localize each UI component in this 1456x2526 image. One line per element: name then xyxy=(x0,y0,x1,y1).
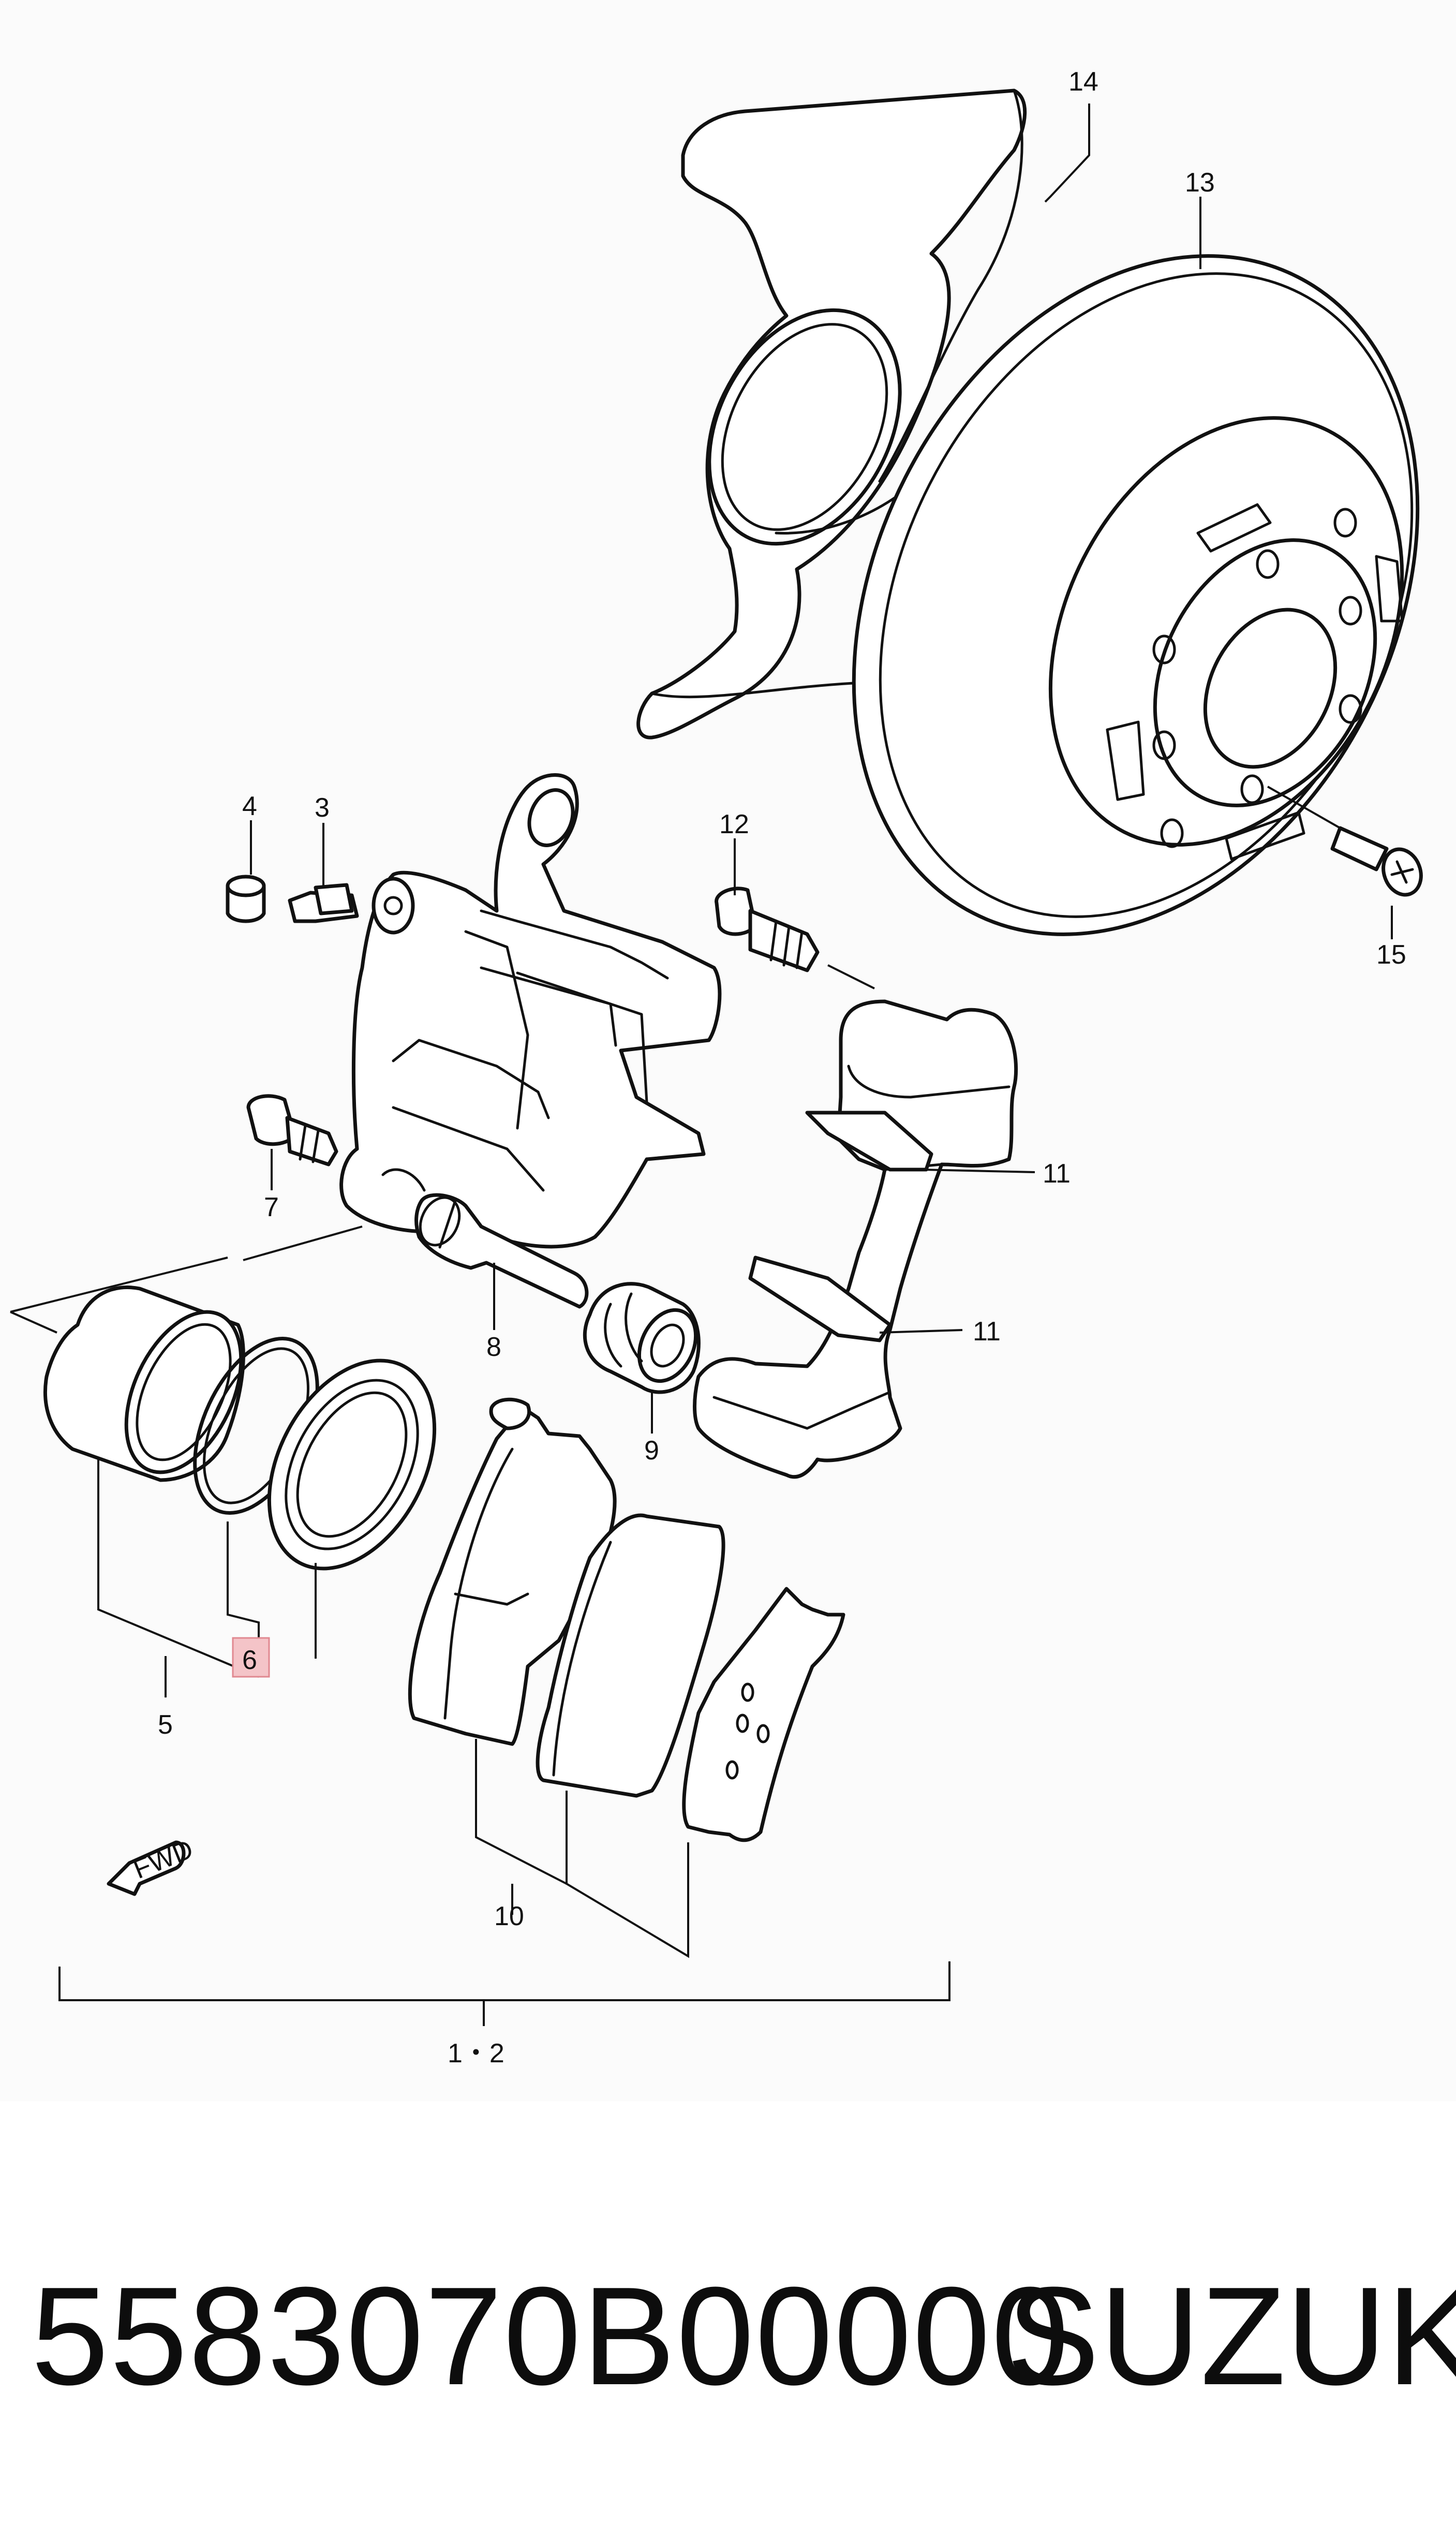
dust-cover-part-14 xyxy=(636,88,1027,740)
part-number-text: 5583070B00000 xyxy=(31,2258,1071,2414)
callout-14: 14 xyxy=(1068,67,1098,97)
callout-15: 15 xyxy=(1376,940,1406,970)
caliper-bracket-part-11 xyxy=(693,999,1018,1479)
callout-labels: 14 13 4 3 12 15 11 11 7 8 9 6 5 10 1・2 xyxy=(158,67,1406,2069)
footer-band xyxy=(0,2101,1456,2526)
disc-screw-part-15 xyxy=(1267,786,1423,897)
callout-12: 12 xyxy=(719,809,749,839)
fwd-arrow-icon: FWD xyxy=(107,1834,198,1896)
caliper-body xyxy=(339,773,722,1249)
callout-3: 3 xyxy=(315,793,330,823)
leader-lines xyxy=(10,104,1393,2026)
callout-9: 9 xyxy=(644,1436,659,1466)
callout-1-2: 1・2 xyxy=(448,2038,504,2069)
callout-8: 8 xyxy=(486,1332,501,1362)
exploded-parts-diagram: FWD xyxy=(10,67,1423,2069)
callout-7: 7 xyxy=(264,1192,279,1222)
callout-4: 4 xyxy=(242,791,257,821)
callout-6: 6 xyxy=(242,1645,257,1675)
brake-pads-part-10 xyxy=(408,1397,845,1842)
callout-5: 5 xyxy=(158,1710,173,1740)
brand-text: SUZUKI xyxy=(1006,2258,1456,2414)
fwd-label: FWD xyxy=(129,1834,198,1885)
brake-disc-part-13 xyxy=(852,254,1420,936)
callout-13: 13 xyxy=(1185,168,1215,198)
piston-part-5 xyxy=(43,1286,245,1482)
callout-10: 10 xyxy=(494,1901,524,1931)
callout-11-lower: 11 xyxy=(973,1317,1001,1347)
guide-bolt-part-7 xyxy=(246,1094,338,1166)
bleeder-cap-part-4 xyxy=(226,875,266,923)
callout-11-upper: 11 xyxy=(1043,1159,1071,1189)
piston-boot xyxy=(267,1358,437,1571)
bleeder-plug-part-3 xyxy=(288,883,359,923)
callout-6-highlight xyxy=(232,1637,270,1678)
pin-boot-part-9 xyxy=(583,1282,701,1394)
guide-pin-part-8 xyxy=(414,1193,589,1309)
bolt-part-12 xyxy=(715,887,875,989)
diagram-canvas: FWD xyxy=(10,67,1423,2069)
